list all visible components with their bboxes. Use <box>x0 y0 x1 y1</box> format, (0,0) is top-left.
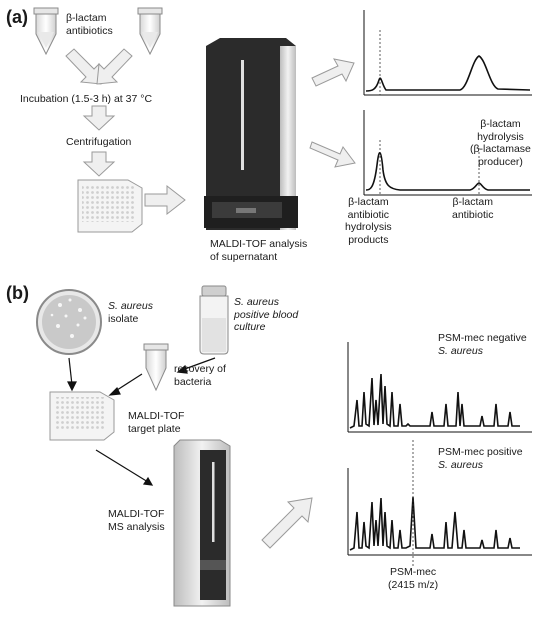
well-plate-icon <box>77 179 143 233</box>
petri-dish-icon <box>36 289 102 355</box>
arrow-down-2 <box>82 151 116 177</box>
psm-mec-label: PSM-mec (2415 m/z) <box>388 566 439 591</box>
panel-a-label: (a) <box>6 7 28 27</box>
arrow-to-spectra-b <box>261 497 313 549</box>
incubation-label: Incubation (1.5-3 h) at 37 °C <box>20 93 153 105</box>
microtube-right-icon <box>137 7 163 56</box>
arrow-tube-left <box>65 48 102 85</box>
microtube-b-icon <box>143 343 169 392</box>
isolate-species-label: S. aureus <box>108 300 153 312</box>
positive-species: S. aureus <box>438 459 483 471</box>
arrow-plate-to-instrument <box>144 184 186 216</box>
spectrum-top <box>363 10 532 96</box>
target-plate-icon <box>49 391 115 441</box>
maldi-analysis-label: MALDI-TOF analysis of supernatant <box>210 238 308 263</box>
centrifugation-label: Centrifugation <box>66 136 132 148</box>
spectrum-psm-negative <box>347 342 532 433</box>
arrow-to-spectrum-bottom <box>309 141 356 168</box>
arrow-tube-right <box>96 48 133 85</box>
target-plate-label: MALDI-TOF target plate <box>128 410 185 435</box>
maldi-ms-instrument-icon <box>173 439 231 607</box>
negative-species: S. aureus <box>438 345 483 357</box>
antibiotics-label: β-lactam antibiotics <box>66 12 113 37</box>
positive-title: PSM-mec positive <box>438 446 523 458</box>
products-label: β-lactam antibiotic hydrolysis products <box>345 196 392 246</box>
blood-culture-label: S. aureus positive blood culture <box>234 296 299 333</box>
microtube-left-icon <box>33 7 59 56</box>
arrow-to-spectrum-top <box>311 58 355 87</box>
recovery-label: recovery of bacteria <box>174 363 226 388</box>
blood-culture-bottle-icon <box>199 285 229 355</box>
spectrum-bottom <box>363 110 532 196</box>
panel-b-label: (b) <box>6 283 29 303</box>
isolate-label: isolate <box>108 313 139 325</box>
spectrum-psm-positive <box>347 468 532 556</box>
arrow-down-1 <box>82 105 116 131</box>
negative-title: PSM-mec negative <box>438 332 527 344</box>
ms-analysis-label: MALDI-TOF MS analysis <box>108 508 165 533</box>
maldi-instrument-icon <box>204 38 298 230</box>
hydrolysis-label: β-lactam hydrolysis (β-lactamase produce… <box>470 118 531 168</box>
antibiotic-label: β-lactam antibiotic <box>452 196 494 221</box>
